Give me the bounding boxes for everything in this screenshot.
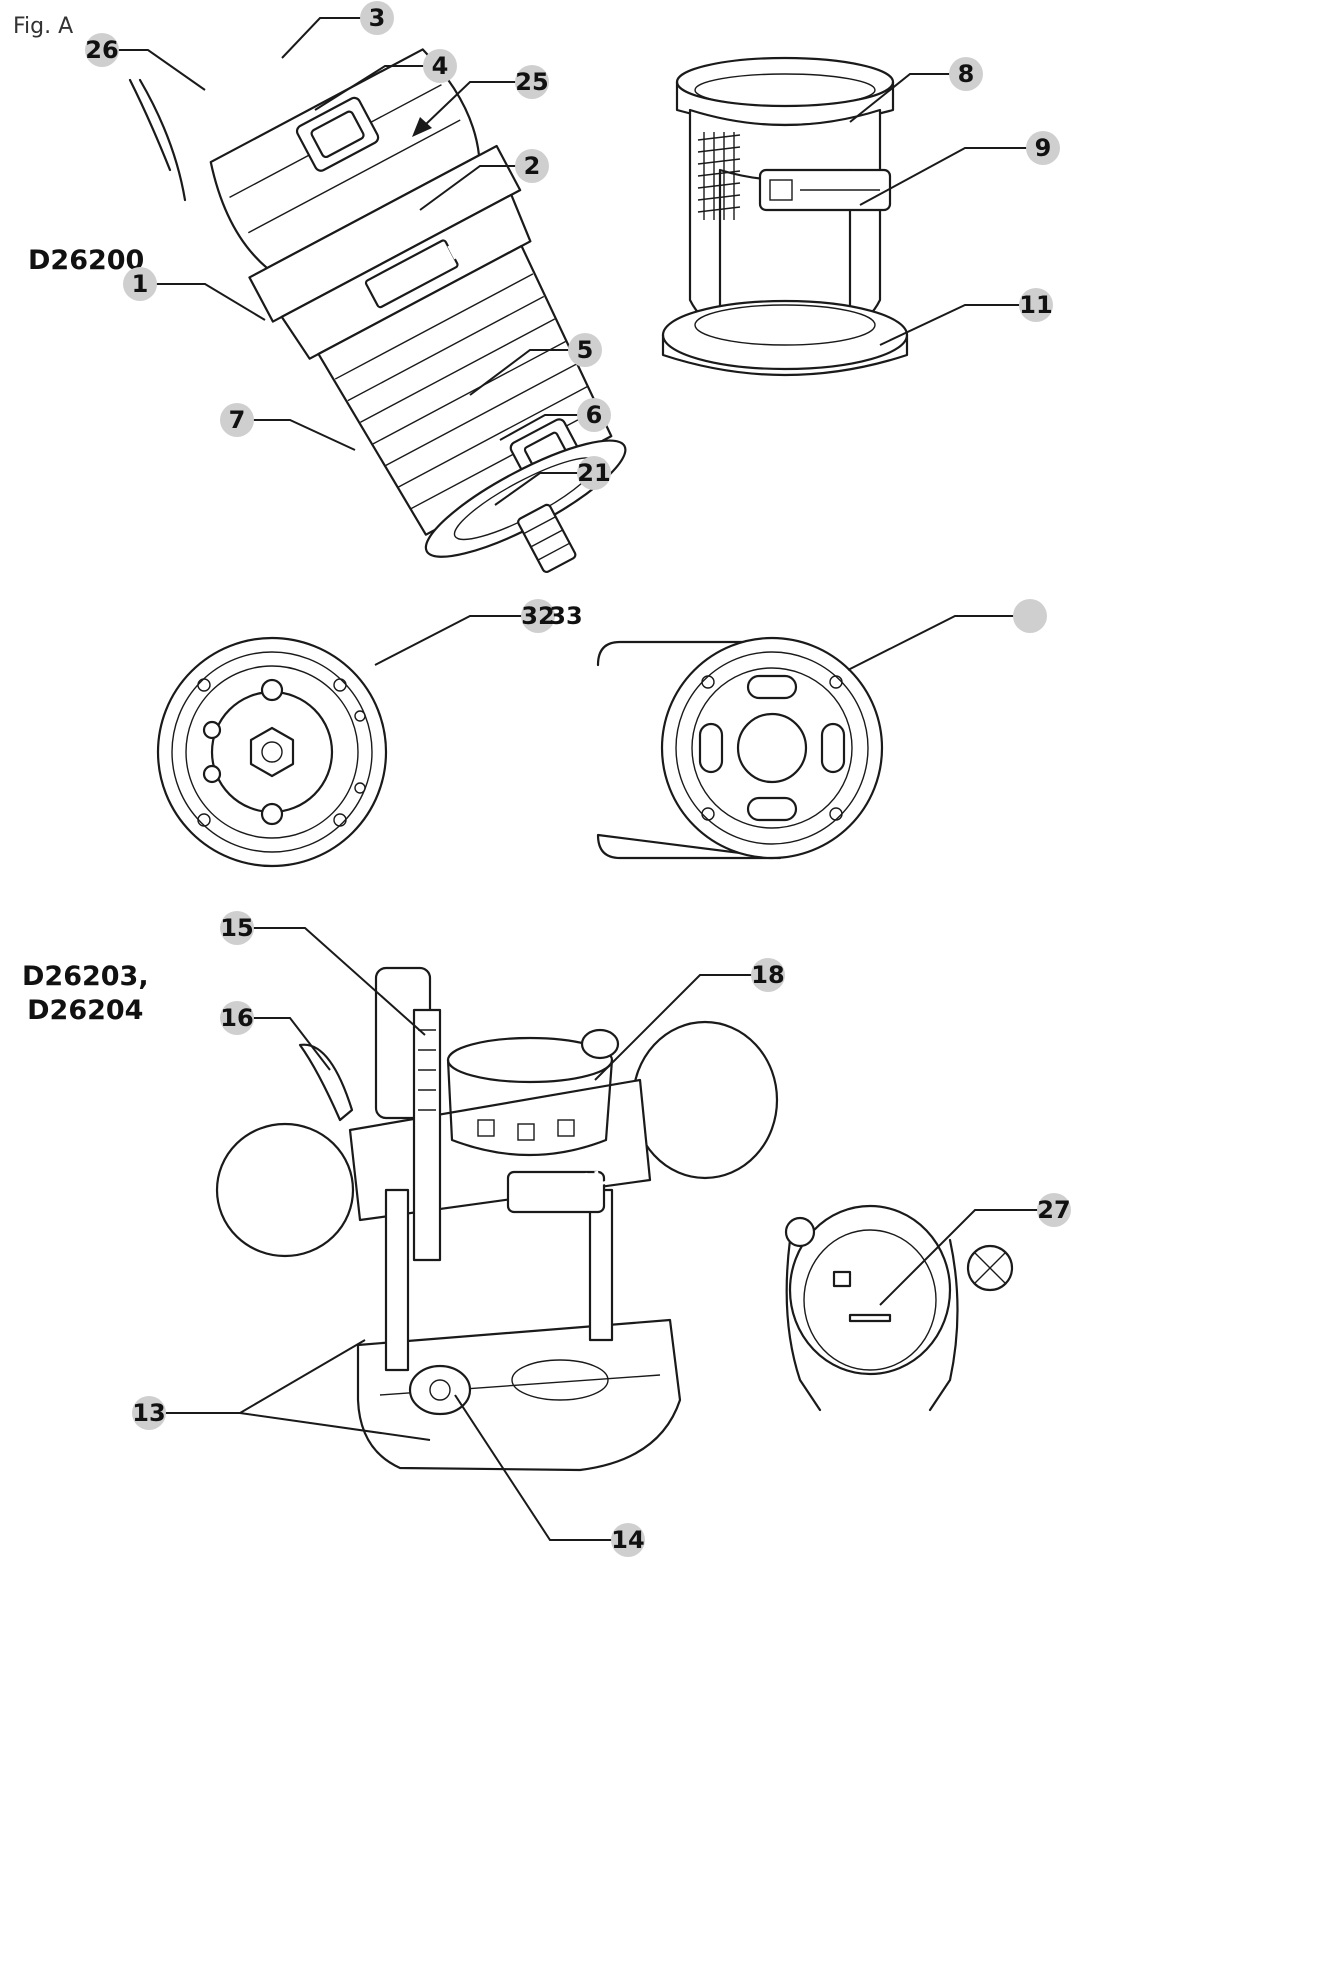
leader-lines	[102, 17, 1054, 1541]
callout-9: 9	[1035, 134, 1052, 162]
callout-32: 32	[521, 602, 554, 630]
model-label-plunge: D26203, D26204	[22, 961, 149, 1026]
router-motor-drawing	[128, 48, 627, 574]
callout-21: 21	[577, 459, 610, 487]
callout-33: 33	[549, 602, 582, 630]
callout-badges: 26 3 4 25 2 1 5 7 6 21 8 9 11 32 33 15	[85, 1, 1071, 1557]
callout-14: 14	[611, 1526, 644, 1554]
detail-inset-drawing	[784, 1204, 1014, 1412]
callout-2: 2	[524, 152, 541, 180]
base-plate-right-drawing	[596, 636, 884, 860]
callout-6: 6	[586, 401, 603, 429]
figure-label: Fig. A	[13, 14, 74, 39]
fixed-base-drawing	[661, 56, 909, 377]
callout-16: 16	[220, 1004, 253, 1032]
callout-11: 11	[1019, 291, 1052, 319]
callout-blank	[1013, 599, 1047, 633]
callout-3: 3	[369, 4, 386, 32]
callout-4: 4	[432, 52, 449, 80]
callout-13: 13	[132, 1399, 165, 1427]
callout-18: 18	[751, 961, 784, 989]
callout-15: 15	[220, 914, 253, 942]
model-label-motor: D26200	[28, 245, 145, 276]
callout-7: 7	[229, 406, 246, 434]
callout-8: 8	[958, 60, 975, 88]
callout-25: 25	[515, 68, 548, 96]
callout-1: 1	[132, 270, 149, 298]
callout-27: 27	[1037, 1196, 1070, 1224]
callout-26: 26	[85, 36, 118, 64]
vent-grid	[697, 132, 741, 220]
base-plate-left-drawing	[156, 636, 388, 868]
plunge-base-drawing	[215, 966, 779, 1472]
callout-5: 5	[577, 336, 594, 364]
